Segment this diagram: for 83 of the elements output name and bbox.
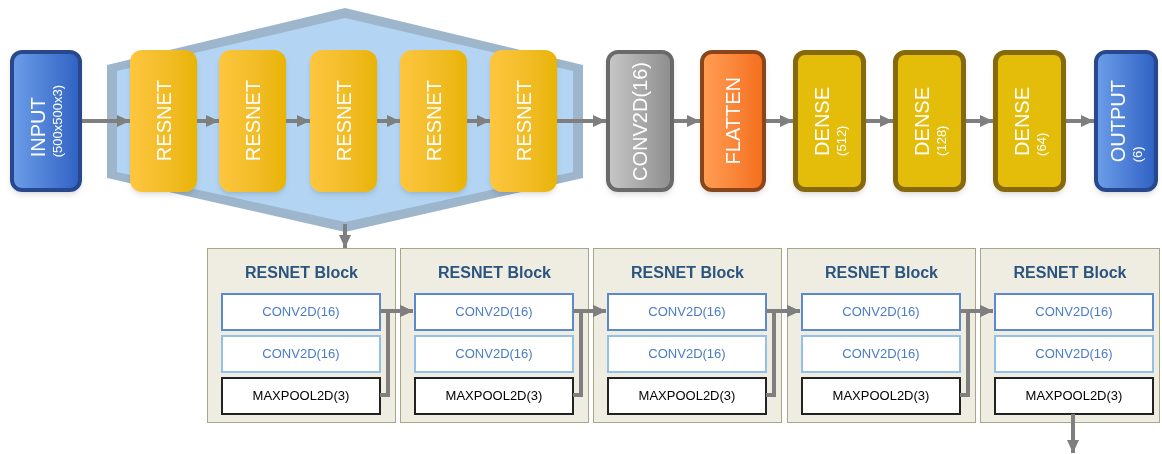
layer-box: [893, 50, 966, 192]
arrow: [766, 115, 793, 127]
layer-label: DENSE: [1009, 86, 1034, 156]
conv-layer-box: [607, 293, 767, 331]
arrow: [377, 115, 400, 127]
arrow: [866, 115, 893, 127]
block-heading: RESNET Block: [245, 263, 358, 283]
conv-layer-box: [801, 335, 961, 373]
layer-label: MAXPOOL2D(3): [445, 387, 543, 406]
resnet-box: [490, 50, 557, 192]
conv-layer-box: [994, 335, 1154, 373]
layer-label: CONV2D(16): [262, 345, 340, 364]
layer-label: CONV2D(16): [648, 303, 726, 322]
layer-box: [606, 50, 674, 192]
conv-layer-box: [414, 293, 574, 331]
maxpool-layer-box: [414, 377, 574, 415]
arrow: [557, 115, 606, 127]
layer-label: CONV2D(16): [1035, 303, 1113, 322]
layer-box: [993, 50, 1066, 192]
arrow: [467, 115, 490, 127]
layer-label: DENSE: [909, 86, 934, 156]
block-heading: RESNET Block: [438, 263, 551, 283]
resnet-block-panel: [980, 248, 1160, 423]
layer-label: RESNET: [511, 80, 536, 162]
layer-size: (500x500x3): [50, 84, 66, 158]
conv-layer-box: [607, 335, 767, 373]
resnet-block-panel: [207, 248, 396, 423]
arrow: [197, 115, 219, 127]
conv-layer-box: [221, 335, 381, 373]
arrow: [1066, 115, 1094, 127]
maxpool-layer-box: [801, 377, 961, 415]
arrow: [339, 224, 351, 248]
layer-label: CONV2D(16): [648, 345, 726, 364]
block-heading: RESNET Block: [825, 263, 938, 283]
conv-layer-box: [414, 335, 574, 373]
layer-label: RESNET: [240, 80, 265, 162]
block-heading: RESNET Block: [631, 263, 744, 283]
arrow: [1067, 414, 1079, 453]
conv-layer-box: [994, 293, 1154, 331]
layer-label: CONV2D(16): [1035, 345, 1113, 364]
layer-label: CONV2D(16): [842, 303, 920, 322]
resnet-box: [310, 50, 377, 192]
resnet-group-hexagon: [107, 8, 583, 232]
arrow: [966, 115, 993, 127]
conv-layer-box: [221, 293, 381, 331]
maxpool-layer-box: [994, 377, 1154, 415]
maxpool-layer-box: [221, 377, 381, 415]
layer-label: DENSE: [809, 86, 834, 156]
layer-label: CONV2D(16): [628, 61, 652, 181]
layer-label: INPUT: [26, 96, 50, 158]
resnet-box: [219, 50, 286, 192]
layer-label: RESNET: [331, 80, 356, 162]
layer-label: MAXPOOL2D(3): [1025, 387, 1123, 406]
resnet-block-panel: [593, 248, 782, 423]
layer-size: (6): [1130, 145, 1146, 163]
arrow: [674, 115, 700, 127]
resnet-block-panel: [400, 248, 589, 423]
layer-label: MAXPOOL2D(3): [832, 387, 930, 406]
layer-label: MAXPOOL2D(3): [638, 387, 736, 406]
layer-label: CONV2D(16): [455, 303, 533, 322]
layer-label: RESNET: [421, 80, 446, 162]
block-heading: RESNET Block: [1013, 263, 1127, 283]
arrow: [286, 115, 310, 127]
resnet-block-panel: [787, 248, 976, 423]
layer-label: CONV2D(16): [262, 303, 340, 322]
layer-size: (64): [1033, 131, 1050, 156]
resnet-box: [130, 50, 197, 192]
layer-label: FLATTEN: [721, 77, 745, 165]
layer-box: [10, 50, 82, 192]
layer-size: (128): [933, 124, 950, 156]
layer-label: MAXPOOL2D(3): [252, 387, 350, 406]
layer-box: [700, 50, 766, 192]
maxpool-layer-box: [607, 377, 767, 415]
layer-box: [1094, 50, 1158, 192]
resnet-box: [400, 50, 467, 192]
arrow: [82, 115, 130, 127]
layer-size: (512): [833, 124, 850, 156]
layer-label: CONV2D(16): [842, 345, 920, 364]
layer-label: RESNET: [151, 80, 176, 162]
layer-label: CONV2D(16): [455, 345, 533, 364]
conv-layer-box: [801, 293, 961, 331]
layer-box: [793, 50, 866, 192]
layer-label: OUTPUT: [1106, 79, 1130, 163]
